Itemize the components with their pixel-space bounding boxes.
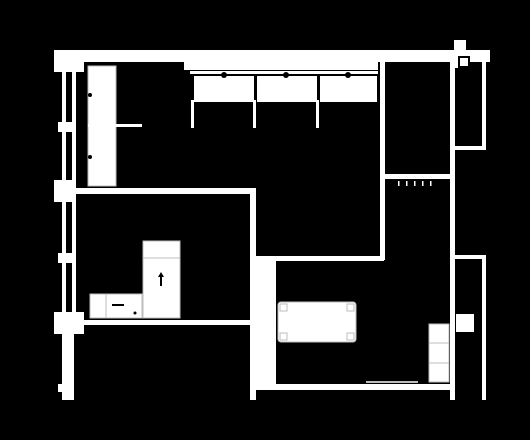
wardrobe-panel-3	[320, 76, 377, 102]
bed-frame	[277, 301, 357, 343]
left-small-mark	[58, 384, 62, 392]
fridge	[142, 240, 181, 319]
wall-bedroom-right	[250, 188, 256, 384]
left-window-block-4	[54, 312, 84, 334]
dresser	[89, 293, 143, 319]
bed	[277, 301, 357, 343]
bottom-threshold	[366, 381, 418, 383]
wardrobe-hook-1	[221, 72, 227, 78]
pillow-icon	[279, 303, 355, 341]
wardrobe-hook-2	[283, 72, 289, 78]
bottom-wall	[252, 384, 452, 390]
wall-closet-bottom	[383, 174, 453, 179]
wall-lower-left-strip	[256, 258, 276, 386]
wall-closet-left	[380, 62, 385, 260]
left-lower-wall	[62, 330, 74, 400]
closet-hanger-3	[414, 181, 416, 186]
dresser-handle	[112, 304, 124, 306]
closet-hanger-5	[430, 181, 432, 186]
hanger-rail-icon	[194, 72, 377, 102]
cabinet-knob-1	[88, 93, 92, 97]
left-window-block-3	[58, 253, 76, 263]
wardrobe-leg-1	[191, 100, 194, 128]
shelf-body	[428, 323, 450, 383]
balcony-top-right	[482, 56, 486, 150]
wall-bedroom-top	[72, 188, 256, 194]
interior-walls	[72, 62, 453, 386]
arrow-up-icon	[158, 272, 164, 286]
right-outer-wall	[450, 52, 455, 400]
fridge-handle-arrow	[158, 272, 164, 277]
dresser-knob	[133, 311, 137, 315]
balcony-square	[456, 314, 474, 332]
top-wall	[54, 50, 490, 62]
wardrobe-top-rail-line	[190, 71, 378, 74]
left-window-block-1	[58, 122, 76, 132]
wall-bedroom-bottom	[84, 320, 256, 325]
balcony-top-bottom	[454, 146, 486, 150]
wardrobe-leg-2	[253, 100, 256, 128]
outer-walls	[54, 40, 490, 400]
balcony-bottom-right	[482, 255, 486, 400]
wardrobe-hook-3	[345, 72, 351, 78]
wardrobe-panel-2	[257, 76, 317, 102]
wardrobe-leg-3	[316, 100, 319, 128]
bed-corner-4	[346, 332, 355, 341]
bed-corner-3	[279, 332, 288, 341]
wardrobe-panel-1	[194, 76, 254, 102]
left-outer-wall	[62, 60, 66, 400]
wardrobe	[184, 62, 378, 128]
storage-shelf	[428, 323, 450, 383]
bed-corner-1	[279, 303, 288, 312]
corner-block-top-left	[54, 50, 84, 72]
closet-hanger-1	[398, 181, 400, 186]
right-column-cap-inner	[460, 58, 468, 66]
wardrobe-top-rail	[184, 62, 378, 70]
closet-hanger-4	[422, 181, 424, 186]
wall-living-bottom	[256, 256, 384, 261]
closet-hanger-2	[406, 181, 408, 186]
bed-corner-2	[346, 303, 355, 312]
bottom-wall-left-segment	[250, 384, 256, 400]
left-window-block-2	[54, 180, 76, 202]
cabinet-knob-2	[88, 155, 92, 159]
closet-hangers	[398, 181, 432, 186]
balcony-bottom-top	[454, 255, 486, 259]
tall-cabinet	[87, 65, 142, 187]
cabinet-shelf	[88, 124, 142, 127]
